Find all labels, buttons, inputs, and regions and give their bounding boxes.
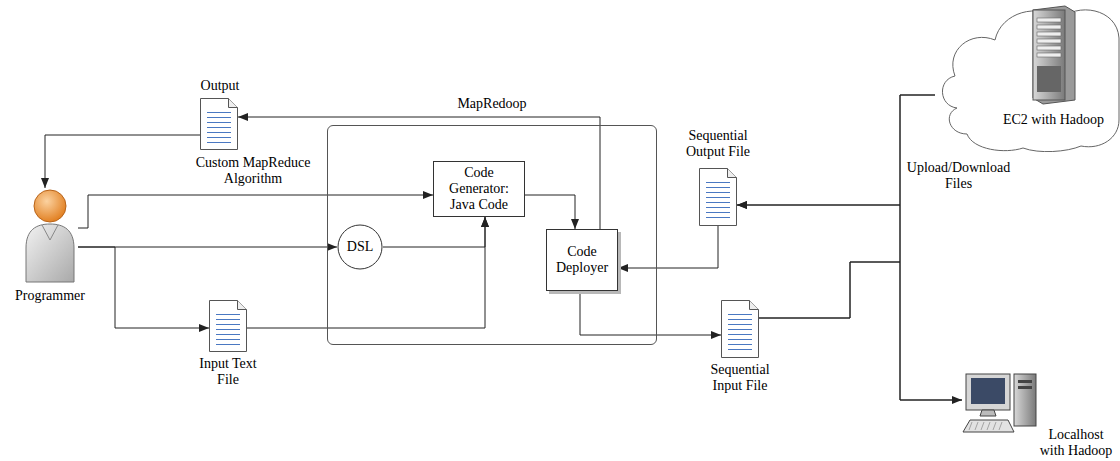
- connector-arrow: [737, 205, 962, 400]
- document-icon: [721, 300, 759, 358]
- connector-arrow: [525, 195, 575, 229]
- dsl-circle: DSL: [337, 224, 383, 270]
- process-box: Code Generator: Java Code: [433, 161, 525, 217]
- node-label: Input Text File: [193, 356, 263, 388]
- computer-icon: [962, 372, 1037, 434]
- node-label: Sequential Output File: [668, 128, 768, 160]
- node-label: Localhost with Hadoop: [1036, 427, 1116, 459]
- connector-arrow: [247, 217, 485, 328]
- document-icon: [200, 98, 238, 150]
- connector-arrow: [759, 95, 935, 318]
- programmer-actor: Programmer: [5, 188, 95, 306]
- person-icon: [22, 188, 78, 283]
- connector-arrow: [618, 226, 718, 268]
- note-label: Upload/Download Files: [906, 160, 1011, 192]
- node-label: Sequential Input File: [695, 362, 785, 394]
- document-icon: [699, 168, 737, 226]
- connector-arrow: [580, 291, 721, 335]
- server-icon: [1033, 6, 1075, 104]
- node-label: EC2 with Hadoop: [995, 112, 1112, 128]
- node-label: DSL: [347, 239, 373, 255]
- connector-arrow: [383, 217, 485, 247]
- mapredoop-container: Code Generator: Java CodeDSL Code Deploye…: [327, 125, 657, 345]
- node-label: Code Generator: Java Code: [443, 165, 515, 213]
- sequential-input-document: Sequential Input File: [695, 300, 785, 396]
- node-label: Code Deployer: [552, 244, 612, 276]
- output-document: Output: [185, 78, 255, 154]
- process-box: Code Deployer: [546, 229, 618, 291]
- document-icon: [209, 300, 247, 352]
- edge-label: Custom MapReduce Algorithm: [188, 155, 318, 187]
- node-label: Programmer: [5, 288, 95, 304]
- connector-arrow: [759, 262, 962, 400]
- sequential-output-document: Sequential Output File: [668, 128, 768, 228]
- connector-arrow: [737, 95, 935, 205]
- ec2-cloud: EC2 with Hadoop: [935, 0, 1120, 152]
- node-label: MapRedoop: [328, 96, 656, 112]
- cloud-outline: [935, 0, 1120, 152]
- connector-arrow: [45, 135, 200, 188]
- localhost-computer: Localhost with Hadoop: [962, 362, 1116, 459]
- connector-arrow: [78, 195, 433, 228]
- input-document: Input Text File: [193, 300, 263, 392]
- node-label: Output: [185, 78, 255, 94]
- connector-arrow: [78, 247, 209, 328]
- connector-arrow: [78, 247, 337, 248]
